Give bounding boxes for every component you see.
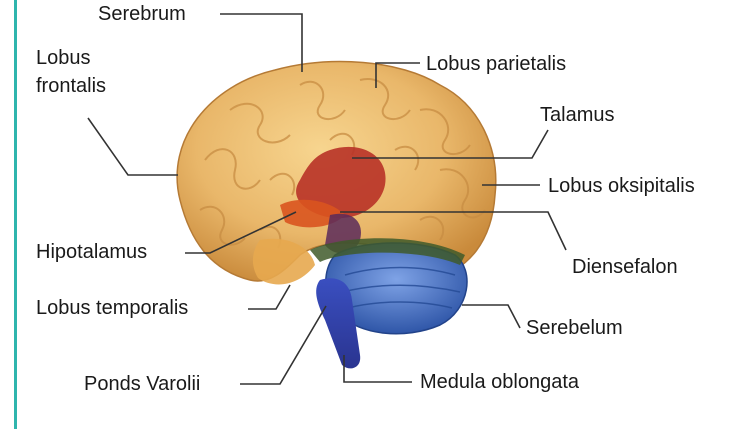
label-lobus-oksipitalis: Lobus oksipitalis	[548, 174, 695, 198]
label-diensefalon: Diensefalon	[572, 255, 678, 279]
label-serebelum: Serebelum	[526, 316, 623, 340]
label-talamus: Talamus	[540, 103, 614, 127]
label-lobus-frontalis-line2: frontalis	[36, 74, 106, 98]
label-lobus-frontalis-line1: Lobus	[36, 46, 91, 70]
label-hipotalamus: Hipotalamus	[36, 240, 147, 264]
label-medula-oblongata: Medula oblongata	[420, 370, 579, 394]
label-ponds-varolii: Ponds Varolii	[84, 372, 200, 396]
label-lobus-parietalis: Lobus parietalis	[426, 52, 566, 76]
label-lobus-temporalis: Lobus temporalis	[36, 296, 188, 320]
label-serebrum: Serebrum	[98, 2, 186, 26]
